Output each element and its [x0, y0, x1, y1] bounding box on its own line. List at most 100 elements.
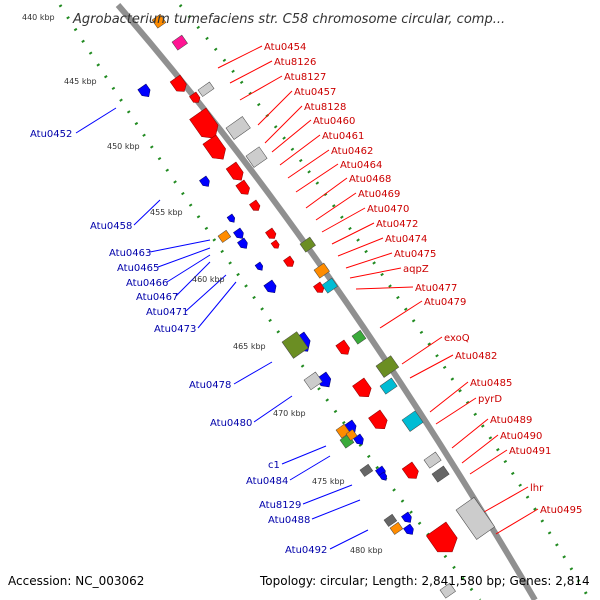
kbp-label: 470 kbp — [273, 409, 306, 418]
leader-line — [157, 247, 211, 268]
gene-label[interactable]: Atu0473 — [154, 324, 196, 335]
gene-label[interactable]: lhr — [530, 483, 544, 494]
gene-feature-top — [235, 179, 250, 195]
gene-label[interactable]: Atu0490 — [500, 431, 542, 442]
gene-feature-top — [375, 355, 400, 378]
gene-feature-bottom — [389, 521, 404, 535]
bottom-strand-labels: Atu0452 Atu0458 Atu0463 Atu0465 Atu0466 … — [30, 129, 327, 556]
leader-line — [483, 486, 529, 513]
gene-feature-top — [283, 255, 295, 267]
gene-feature-top — [169, 74, 187, 92]
gene-feature-top — [197, 81, 215, 97]
gene-label[interactable]: Atu0457 — [294, 87, 336, 98]
gene-feature-bottom — [439, 582, 456, 599]
gene-feature-top — [401, 410, 424, 432]
gene-label[interactable]: Atu0478 — [189, 380, 231, 391]
gene-feature-bottom — [137, 83, 151, 97]
leader-line — [409, 354, 454, 379]
gene-label[interactable]: Atu0488 — [268, 515, 310, 526]
gene-feature-bottom — [263, 279, 277, 293]
leader-line — [355, 286, 414, 290]
leader-line — [287, 149, 330, 179]
leader-line — [329, 529, 369, 550]
leader-line — [75, 107, 117, 134]
gene-label[interactable]: pyrD — [478, 394, 502, 405]
leader-line — [429, 381, 469, 413]
gene-feature-top — [352, 377, 372, 398]
gene-feature-top — [401, 461, 419, 479]
leader-line — [279, 134, 321, 166]
leader-line — [305, 177, 348, 209]
tick-track — [178, 4, 592, 600]
leader-line — [264, 105, 303, 144]
leader-line — [295, 163, 339, 193]
gene-feature-bottom — [303, 371, 323, 391]
gene-label[interactable]: Atu0492 — [285, 545, 327, 556]
tick-tracks — [58, 4, 592, 600]
gene-label[interactable]: Atu0454 — [264, 42, 306, 53]
gene-feature-top — [225, 116, 251, 140]
gene-feature-top — [249, 199, 261, 211]
gene-feature-top — [351, 329, 367, 345]
gene-label[interactable]: Atu0458 — [90, 221, 132, 232]
gene-feature-top — [431, 465, 450, 483]
gene-label[interactable]: Atu0464 — [340, 160, 382, 171]
kbp-label: 475 kbp — [312, 477, 345, 486]
label-leader-lines — [75, 45, 539, 550]
gene-feature-top — [202, 134, 226, 160]
accession-text: Accession: NC_003062 — [8, 574, 144, 588]
gene-label[interactable]: exoQ — [444, 333, 470, 344]
gene-label[interactable]: Atu0472 — [376, 219, 418, 230]
leader-line — [345, 252, 393, 269]
gene-label[interactable]: Atu0465 — [117, 263, 159, 274]
gene-label[interactable]: c1 — [268, 460, 280, 471]
gene-feature-top — [299, 236, 316, 253]
leader-line — [253, 395, 293, 423]
leader-line — [271, 119, 312, 153]
gene-feature-top — [151, 13, 167, 29]
gene-label[interactable]: Atu0479 — [424, 297, 466, 308]
gene-label[interactable]: Atu8128 — [304, 102, 346, 113]
leader-line — [461, 434, 499, 464]
kbp-labels: 440 kbp 445 kbp 450 kbp 455 kbp 460 kbp … — [22, 13, 383, 555]
kbp-label: 450 kbp — [107, 142, 140, 151]
gene-label[interactable]: Atu0485 — [470, 378, 512, 389]
gene-label[interactable]: Atu0471 — [146, 307, 188, 318]
gene-label[interactable]: Atu8127 — [284, 72, 326, 83]
gene-label[interactable]: Atu0477 — [415, 283, 457, 294]
gene-label[interactable]: Atu0482 — [455, 351, 497, 362]
leader-line — [469, 449, 508, 475]
gene-label[interactable]: Atu0452 — [30, 129, 72, 140]
kbp-label: 455 kbp — [150, 208, 183, 217]
gene-label[interactable]: Atu0469 — [358, 189, 400, 200]
leader-line — [289, 455, 331, 481]
gene-label[interactable]: Atu0480 — [210, 418, 252, 429]
gene-label[interactable]: Atu0467 — [136, 292, 178, 303]
gene-label[interactable]: Atu0491 — [509, 446, 551, 457]
gene-feature-bottom — [281, 331, 309, 359]
gene-feature-top — [225, 161, 244, 181]
leader-line — [331, 222, 375, 245]
gene-label[interactable]: Atu0489 — [490, 415, 532, 426]
gene-label[interactable]: Atu0495 — [540, 505, 582, 516]
gene-label[interactable]: Atu0484 — [246, 476, 288, 487]
gene-label[interactable]: Atu8126 — [274, 57, 316, 68]
gene-label[interactable]: Atu8129 — [259, 500, 301, 511]
gene-label[interactable]: Atu0463 — [109, 248, 151, 259]
gene-label[interactable]: Atu0466 — [126, 278, 168, 289]
gene-label[interactable]: Atu0461 — [322, 131, 364, 142]
gene-feature-bottom — [199, 175, 210, 187]
gene-label[interactable]: Atu0460 — [313, 116, 355, 127]
kbp-label: 480 kbp — [350, 546, 383, 555]
gene-label[interactable]: Atu0468 — [349, 174, 391, 185]
leader-line — [401, 336, 443, 365]
leader-line — [349, 267, 402, 279]
leader-line — [166, 254, 211, 283]
kbp-label: 445 kbp — [64, 77, 97, 86]
gene-feature-top — [368, 409, 388, 430]
gene-label[interactable]: Atu0470 — [367, 204, 409, 215]
gene-label[interactable]: Atu0475 — [394, 249, 436, 260]
gene-label[interactable]: aqpZ — [403, 264, 429, 275]
gene-label[interactable]: Atu0474 — [385, 234, 427, 245]
gene-label[interactable]: Atu0462 — [331, 146, 373, 157]
